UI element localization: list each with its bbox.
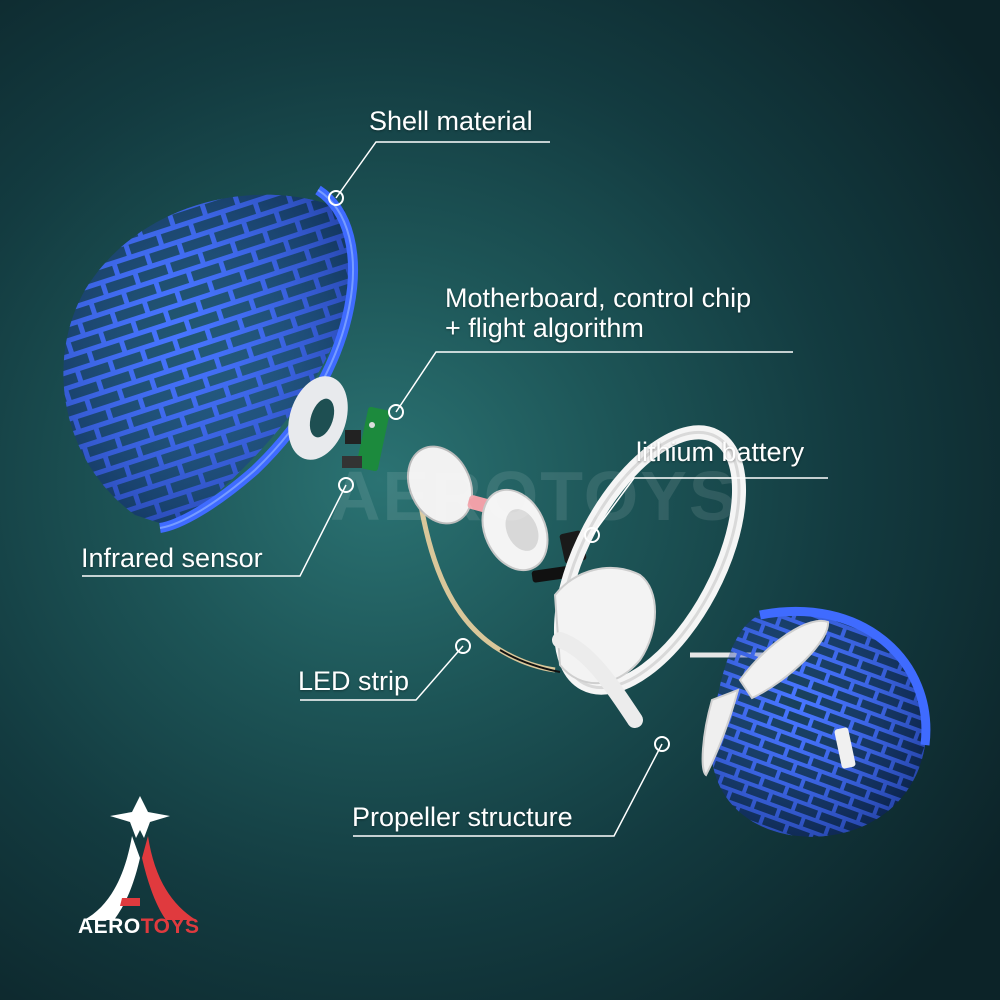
brand-watermark: AEROTOYS	[330, 457, 738, 535]
label-motherboard-line1: Motherboard, control chip	[445, 283, 752, 313]
motherboard	[342, 406, 390, 472]
label-propeller-structure: Propeller structure	[352, 802, 573, 832]
aerotoys-logo-icon	[84, 796, 196, 920]
label-lithium-battery: lithium battery	[636, 437, 805, 467]
motor-housing	[406, 445, 549, 572]
label-shell-material: Shell material	[369, 106, 533, 136]
label-infrared-sensor: Infrared sensor	[81, 543, 263, 573]
propeller-blades	[701, 619, 856, 777]
shell-left-half	[63, 185, 358, 533]
label-led-strip: LED strip	[298, 666, 410, 696]
label-motherboard-line2: + flight algorithm	[445, 313, 644, 343]
label-motherboard: Motherboard, control chip + flight algor…	[445, 283, 751, 343]
aerotoys-wordmark: AEROTOYS	[78, 915, 200, 938]
leader-dots	[328, 190, 670, 752]
infrared-ring	[288, 376, 348, 460]
leader-lines	[82, 141, 828, 837]
